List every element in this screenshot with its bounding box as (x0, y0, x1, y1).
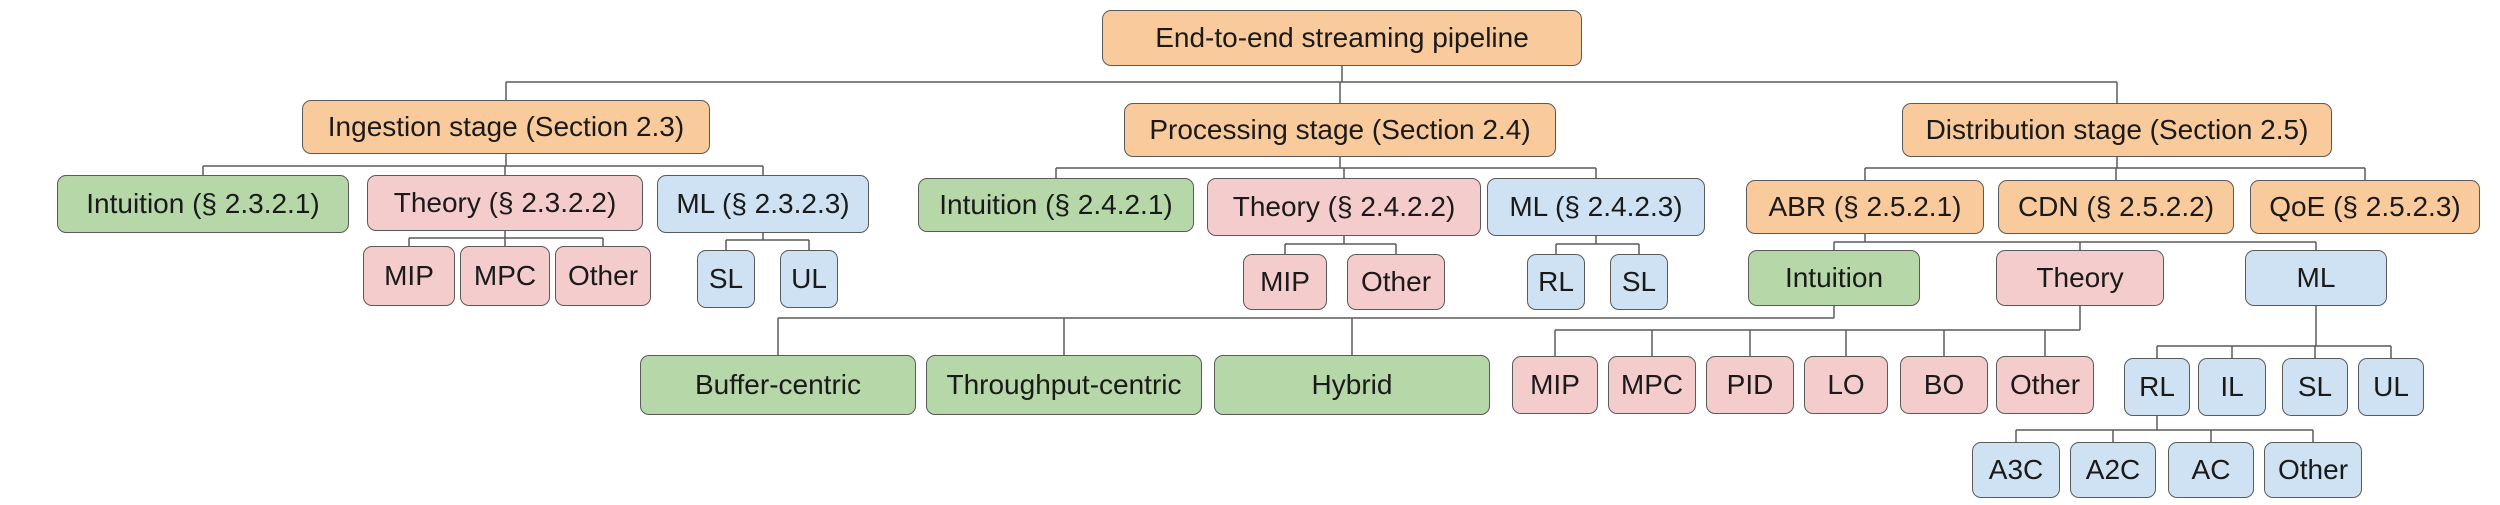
node-a2c: A2C (2070, 442, 2156, 498)
node-abr-pid: PID (1706, 356, 1794, 414)
node-ac: AC (2168, 442, 2254, 498)
node-ingestion-mpc: MPC (460, 246, 550, 306)
node-ingestion-ml: ML (§ 2.3.2.3) (657, 175, 869, 233)
node-processing-ml: ML (§ 2.4.2.3) (1487, 178, 1705, 236)
node-ingestion-intuition: Intuition (§ 2.3.2.1) (57, 175, 349, 233)
node-cdn: CDN (§ 2.5.2.2) (1998, 180, 2234, 234)
node-rl-other: Other (2264, 442, 2362, 498)
node-qoe: QoE (§ 2.5.2.3) (2250, 180, 2480, 234)
node-hybrid: Hybrid (1214, 355, 1490, 415)
node-processing-stage: Processing stage (Section 2.4) (1124, 103, 1556, 157)
node-abr-rl: RL (2124, 358, 2190, 416)
node-abr-ul: UL (2358, 358, 2424, 416)
node-abr-mip: MIP (1512, 356, 1598, 414)
node-abr-intuition: Intuition (1748, 250, 1920, 306)
node-root: End-to-end streaming pipeline (1102, 10, 1582, 66)
node-abr-theory: Theory (1996, 250, 2164, 306)
node-buffer-centric: Buffer-centric (640, 355, 916, 415)
node-ingestion-ul: UL (780, 250, 838, 308)
node-distribution-stage: Distribution stage (Section 2.5) (1902, 103, 2332, 157)
node-abr-mpc: MPC (1608, 356, 1696, 414)
node-processing-sl: SL (1610, 254, 1668, 310)
node-processing-other: Other (1347, 254, 1445, 310)
node-throughput-centric: Throughput-centric (926, 355, 1202, 415)
node-processing-theory: Theory (§ 2.4.2.2) (1207, 178, 1481, 236)
node-a3c: A3C (1972, 442, 2060, 498)
node-processing-rl: RL (1527, 254, 1585, 310)
node-abr: ABR (§ 2.5.2.1) (1746, 180, 1984, 234)
node-abr-bo: BO (1900, 356, 1988, 414)
node-ingestion-mip: MIP (363, 246, 455, 306)
node-ingestion-other: Other (555, 246, 651, 306)
node-ingestion-theory: Theory (§ 2.3.2.2) (367, 175, 643, 231)
node-abr-il: IL (2198, 358, 2266, 416)
node-abr-lo: LO (1804, 356, 1888, 414)
node-ingestion-sl: SL (697, 250, 755, 308)
node-processing-mip: MIP (1243, 254, 1327, 310)
node-processing-intuition: Intuition (§ 2.4.2.1) (918, 178, 1194, 232)
node-abr-sl: SL (2282, 358, 2348, 416)
node-ingestion-stage: Ingestion stage (Section 2.3) (302, 100, 710, 154)
node-abr-ml: ML (2245, 250, 2387, 306)
node-abr-other: Other (1996, 356, 2094, 414)
